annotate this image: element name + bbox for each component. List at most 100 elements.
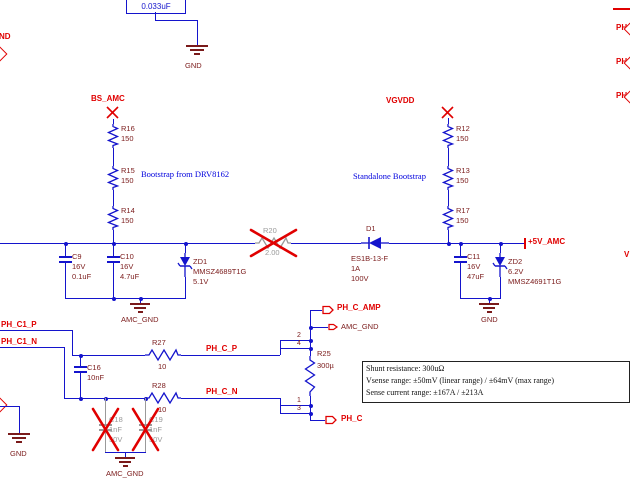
- cutoff-net-label-ph[interactable]: PH: [616, 57, 628, 66]
- c19-value: 1nF: [149, 425, 162, 434]
- resistor-r20-symbol[interactable]: [255, 236, 291, 250]
- net-label-vgvdd[interactable]: VGVDD: [386, 96, 415, 105]
- cutoff-net-label-ph[interactable]: PH: [616, 91, 628, 100]
- resistor-r28-symbol[interactable]: [145, 391, 181, 405]
- wire: [145, 430, 146, 452]
- zener-zd1-symbol[interactable]: [177, 253, 193, 277]
- capacitor-value-box[interactable]: 0.033uF: [126, 0, 186, 14]
- junction-dot: [111, 296, 116, 301]
- net-label-ph-c-amp[interactable]: PH_C_AMP: [337, 303, 381, 312]
- capacitor-c18-symbol[interactable]: [98, 424, 112, 426]
- r17-ref: R17: [456, 206, 470, 215]
- resistor-r16-symbol[interactable]: [106, 124, 120, 148]
- power-port-icon[interactable]: [106, 106, 119, 119]
- gnd-symbol: [8, 433, 30, 435]
- wire: [280, 413, 310, 414]
- c9-ref: C9: [72, 252, 82, 261]
- c9-voltage: 16V: [72, 262, 86, 271]
- c18-ref: C18: [109, 415, 123, 424]
- r28-value: 10: [158, 405, 167, 414]
- net-label-bs-amc[interactable]: BS_AMC: [91, 94, 125, 103]
- zd1-ref: ZD1: [193, 257, 208, 266]
- port-icon[interactable]: [0, 396, 8, 414]
- capacitor-c11-symbol[interactable]: [453, 256, 467, 258]
- wire: [19, 406, 20, 433]
- capacitor-c9-symbol[interactable]: [58, 261, 72, 263]
- net-label-ph-c[interactable]: PH_C: [341, 414, 363, 423]
- wire: [291, 243, 361, 244]
- c18-value: 1nF: [109, 425, 122, 434]
- gnd-symbol: [486, 311, 492, 313]
- gnd-symbol: [194, 53, 200, 55]
- r16-value: 150: [121, 134, 134, 143]
- gnd-symbol: [12, 437, 26, 439]
- cutoff-net-label: ND: [0, 32, 11, 41]
- wire: [113, 190, 114, 206]
- dnp-cross-icon: [249, 228, 298, 258]
- r12-value: 150: [456, 134, 469, 143]
- wire: [105, 398, 106, 424]
- note-box[interactable]: [362, 361, 630, 403]
- capacitor-c16-symbol[interactable]: [73, 371, 87, 373]
- d1-current: 1A: [351, 264, 361, 273]
- wire: [65, 243, 66, 256]
- amc-gnd-symbol: [122, 465, 128, 467]
- wire: [181, 398, 280, 399]
- wire: [64, 347, 65, 398]
- diode-d1-symbol[interactable]: [361, 235, 389, 251]
- net-label-ph-c-p[interactable]: PH_C_P: [206, 344, 238, 353]
- net-label-ph-c1-p[interactable]: PH_C1_P: [1, 320, 37, 329]
- wire: [185, 243, 186, 253]
- junction-dot: [308, 325, 313, 330]
- amc-gnd-label: AMC_GND: [106, 469, 144, 478]
- cutoff-net-label-ph[interactable]: PH: [616, 23, 628, 32]
- r13-ref: R13: [456, 166, 470, 175]
- r15-ref: R15: [121, 166, 135, 175]
- capacitor-c9-symbol[interactable]: [58, 256, 72, 258]
- wire: [72, 355, 145, 356]
- net-label-ph-c-n[interactable]: PH_C_N: [206, 387, 238, 396]
- resistor-r25-symbol[interactable]: [303, 356, 317, 396]
- capacitor-c11-symbol[interactable]: [453, 261, 467, 263]
- dnp-cross-icon: [131, 407, 160, 452]
- resistor-r14-symbol[interactable]: [106, 206, 120, 230]
- resistor-r15-symbol[interactable]: [106, 166, 120, 190]
- port-arrow-icon[interactable]: [322, 304, 334, 316]
- resistor-r27-symbol[interactable]: [145, 348, 181, 362]
- wire: [500, 243, 501, 253]
- c11-voltage: 16V: [467, 262, 481, 271]
- resistor-r12-symbol[interactable]: [441, 124, 455, 148]
- gnd-symbol: [16, 441, 22, 443]
- capacitor-c10-symbol[interactable]: [106, 261, 120, 263]
- port-arrow-icon[interactable]: [325, 414, 337, 426]
- wire: [113, 262, 114, 298]
- capacitor-c16-symbol[interactable]: [73, 366, 87, 368]
- wire: [155, 20, 198, 21]
- c10-voltage: 16V: [120, 262, 134, 271]
- capacitor-c10-symbol[interactable]: [106, 256, 120, 258]
- port-fragment-icon: [613, 8, 630, 10]
- r13-value: 150: [456, 176, 469, 185]
- power-port-icon[interactable]: [441, 106, 454, 119]
- wire: [280, 340, 310, 341]
- resistor-r17-symbol[interactable]: [441, 206, 455, 230]
- r25-value: 300µ: [317, 361, 334, 370]
- c16-value: 10nF: [87, 373, 105, 382]
- net-label-ph-c1-n[interactable]: PH_C1_N: [1, 337, 38, 346]
- c11-ref: C11: [467, 252, 481, 261]
- r25-ref: R25: [317, 349, 331, 358]
- amc-gnd-label: AMC_GND: [121, 315, 159, 324]
- zener-zd2-symbol[interactable]: [492, 253, 508, 277]
- capacitor-c19-symbol[interactable]: [138, 424, 152, 426]
- c9-value: 0.1uF: [72, 272, 92, 281]
- gnd-label: GND: [10, 449, 27, 458]
- port-icon[interactable]: [0, 45, 8, 63]
- junction-dot: [308, 403, 313, 408]
- note-line-1: Shunt resistance: 300uΩ: [366, 364, 445, 373]
- c19-voltage: 50V: [149, 435, 163, 444]
- gnd-port-arrow-icon[interactable]: [328, 322, 339, 332]
- net-label-5v-amc[interactable]: +5V_AMC: [528, 237, 566, 246]
- junction-dot: [308, 411, 313, 416]
- resistor-r13-symbol[interactable]: [441, 166, 455, 190]
